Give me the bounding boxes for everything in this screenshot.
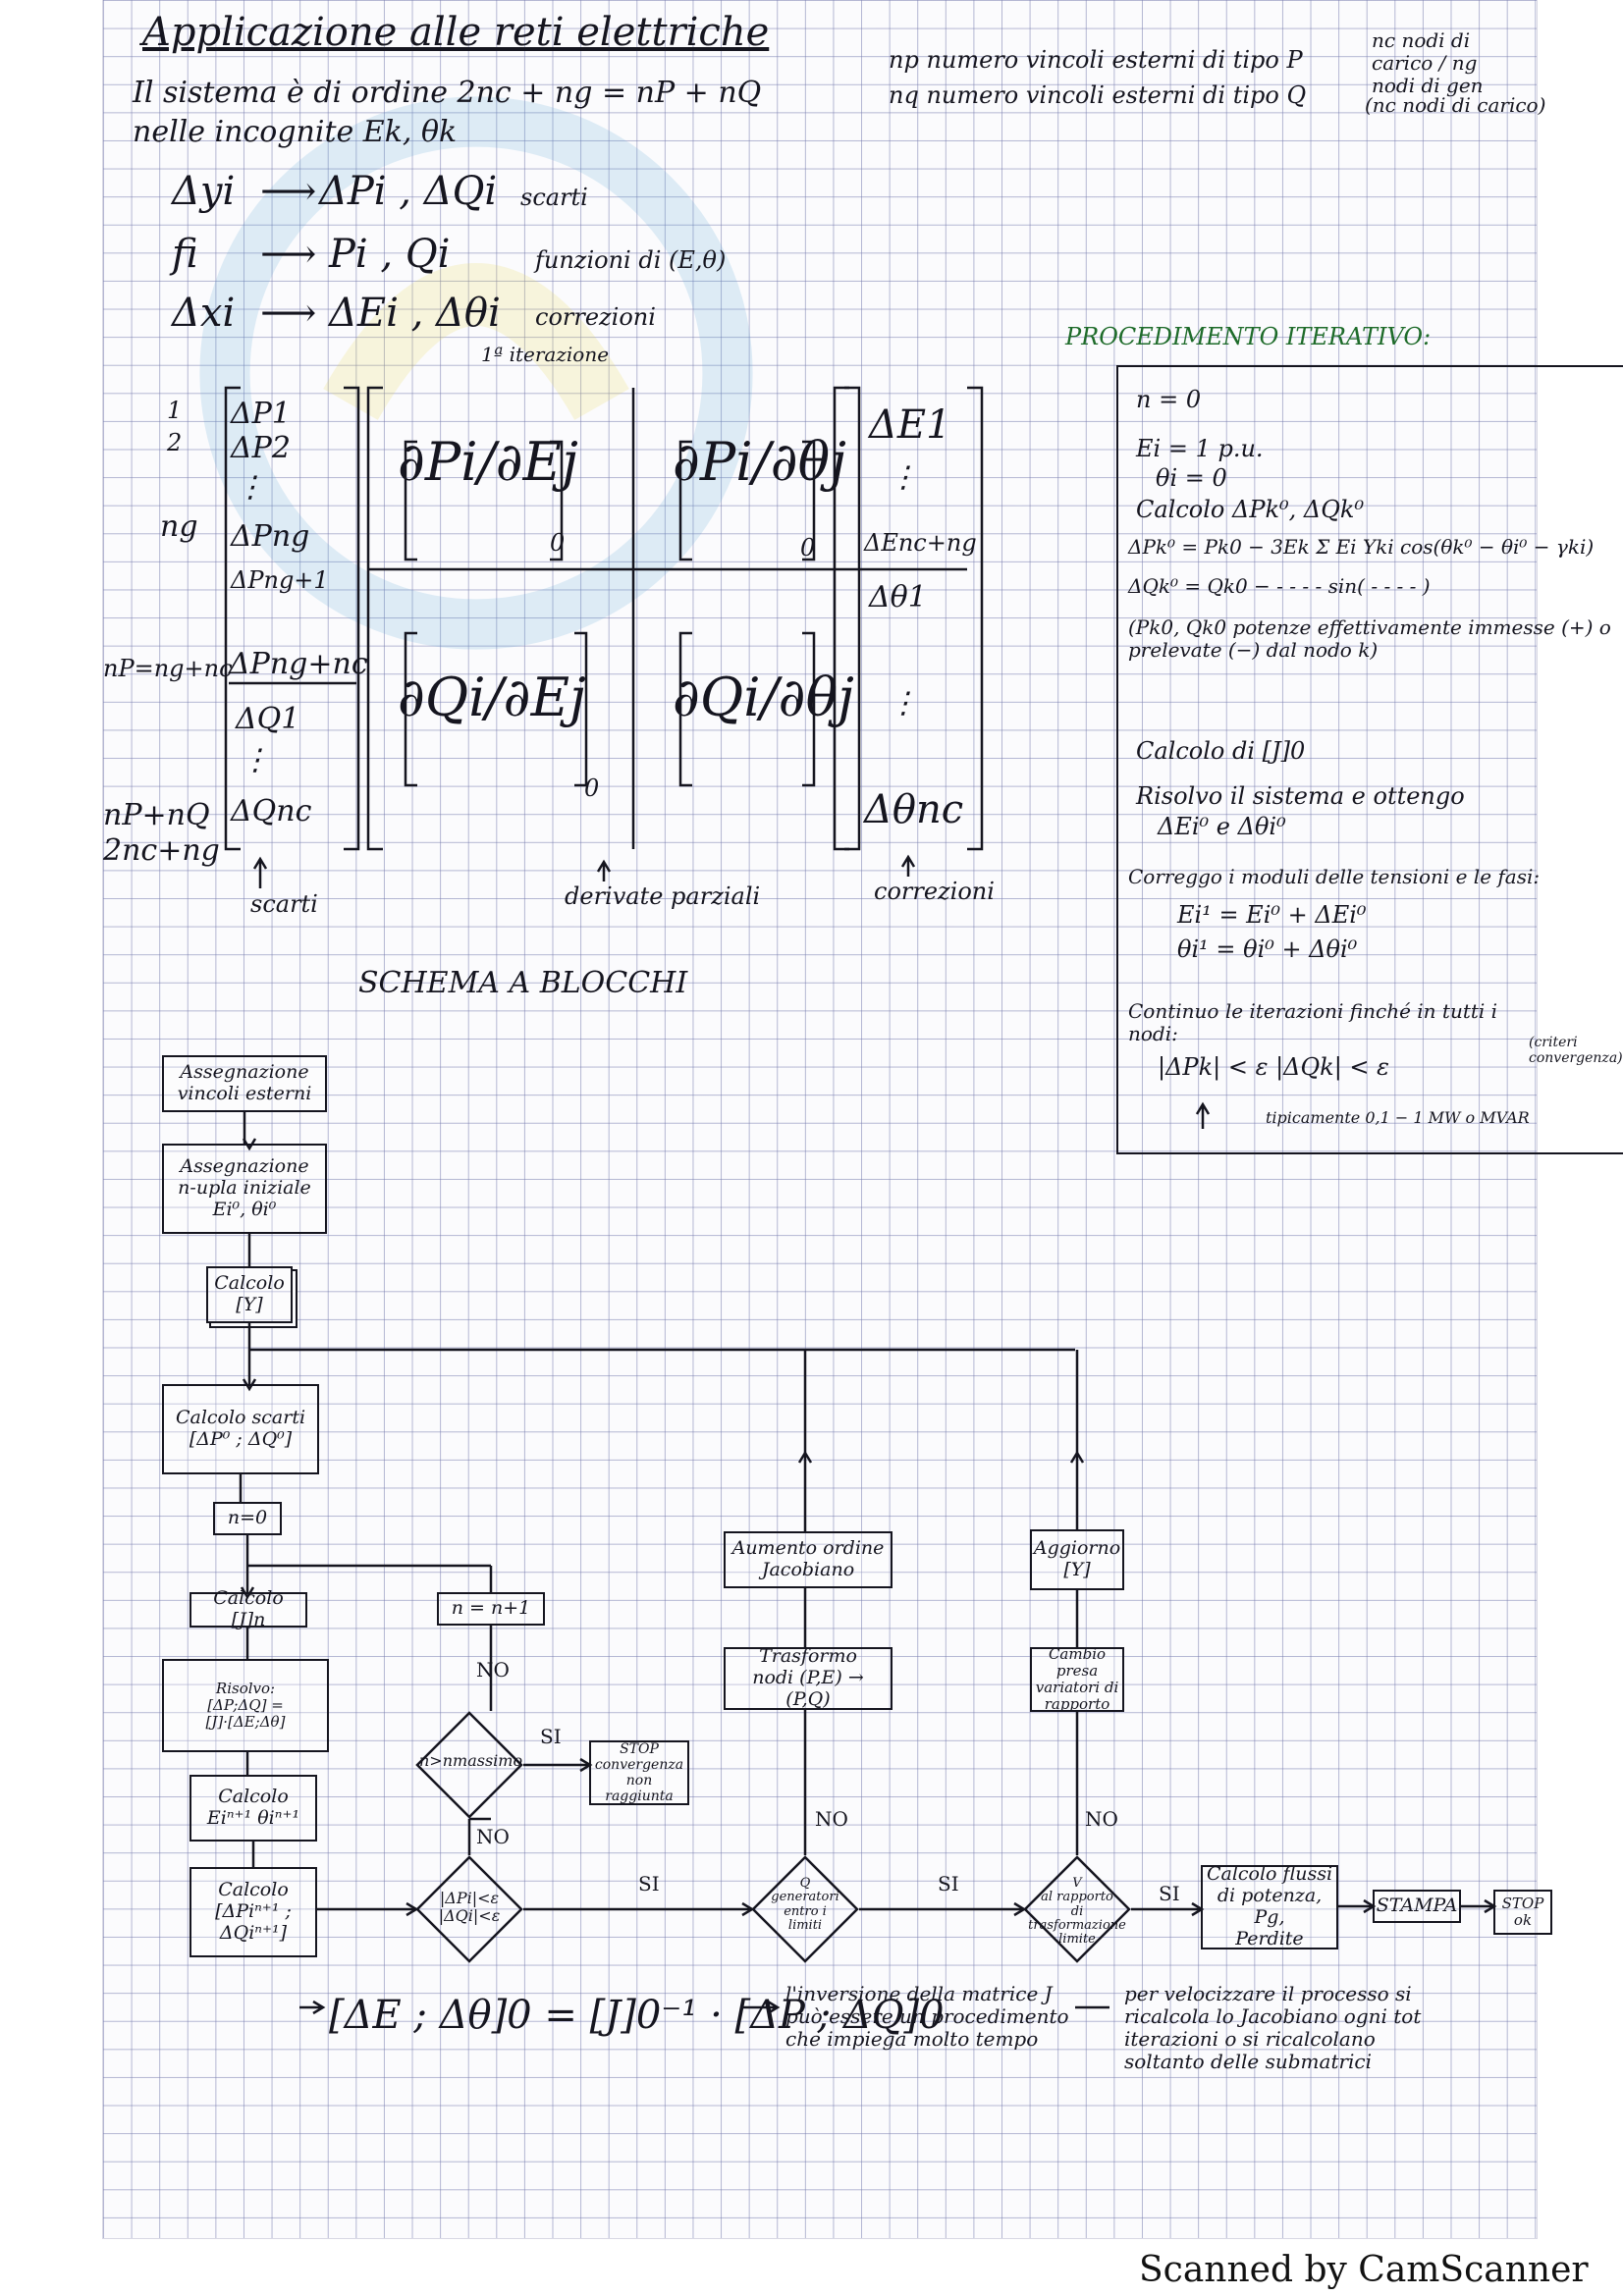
scanner-footer: Scanned by CamScanner xyxy=(1139,2250,1589,2290)
graph-paper-sheet: Applicazione alle reti elettriche Il sis… xyxy=(103,0,1537,2238)
procedure-step: (criteri convergenza) xyxy=(1529,1035,1622,1066)
diagram-lines xyxy=(103,0,1537,2238)
